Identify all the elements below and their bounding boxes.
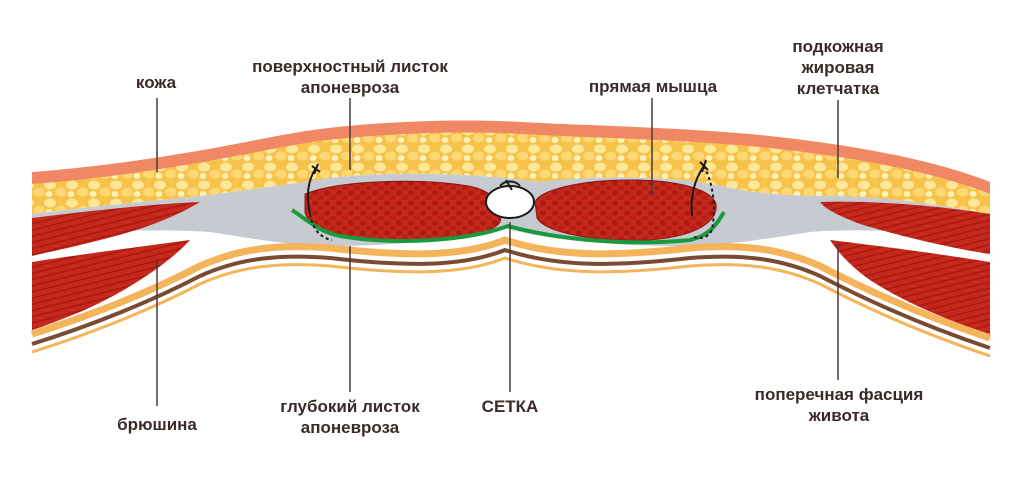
- label-mesh: СЕТКА: [481, 397, 539, 416]
- label-superficial-aponeurosis: поверхностный листок апоневроза: [232, 56, 468, 98]
- right-separator: [829, 234, 991, 260]
- peritoneum-inner: [31, 256, 991, 358]
- central-suture-knot: [499, 179, 521, 191]
- left-separator: [31, 234, 201, 260]
- label-subcut-line1: подкожная: [792, 37, 884, 56]
- label-skin: кожа: [135, 73, 177, 92]
- lateral-muscle-left-upper: [32, 202, 200, 256]
- central-suture-loop: [485, 185, 535, 219]
- label-peritoneum: брюшина: [117, 415, 197, 434]
- label-fascia-line2: живота: [808, 406, 870, 425]
- label-subcutaneous-fat: подкожная жировая клетчатка: [768, 36, 908, 99]
- label-fascia-line1: поперечная фасция: [754, 385, 924, 404]
- right-suture-dashed: [691, 165, 715, 239]
- skin-layer: [32, 120, 990, 196]
- label-subcut-line3: клетчатка: [796, 79, 880, 98]
- rectus-muscle-right: [534, 179, 717, 241]
- lateral-muscle-left-lower: [32, 240, 190, 330]
- label-deep-line1: глубокий листок: [280, 397, 420, 416]
- label-rectus-muscle: прямая мышца: [588, 77, 718, 96]
- fat-layer: [32, 132, 990, 214]
- rectus-muscle-left: [304, 180, 502, 241]
- label-subcut-line2: жировая: [801, 58, 875, 77]
- label-deep-line2: апоневроза: [300, 418, 400, 437]
- left-suture-knot: [311, 163, 321, 175]
- lateral-muscle-right-upper: [820, 201, 990, 254]
- peritoneum-line: [31, 247, 991, 350]
- lateral-muscle-right-lower: [830, 240, 990, 334]
- label-transverse-fascia: поперечная фасция живота: [730, 384, 948, 426]
- label-deep-aponeurosis: глубокий листок апоневроза: [248, 396, 452, 438]
- mesh-implant: [290, 208, 726, 245]
- transverse-fascia: [30, 236, 992, 342]
- label-superficial-line1: поверхностный листок: [252, 57, 448, 76]
- label-superficial-line2: апоневроза: [300, 78, 400, 97]
- right-suture-knot: [699, 159, 709, 173]
- left-suture-dashed: [309, 213, 333, 241]
- right-suture-solid: [690, 165, 705, 217]
